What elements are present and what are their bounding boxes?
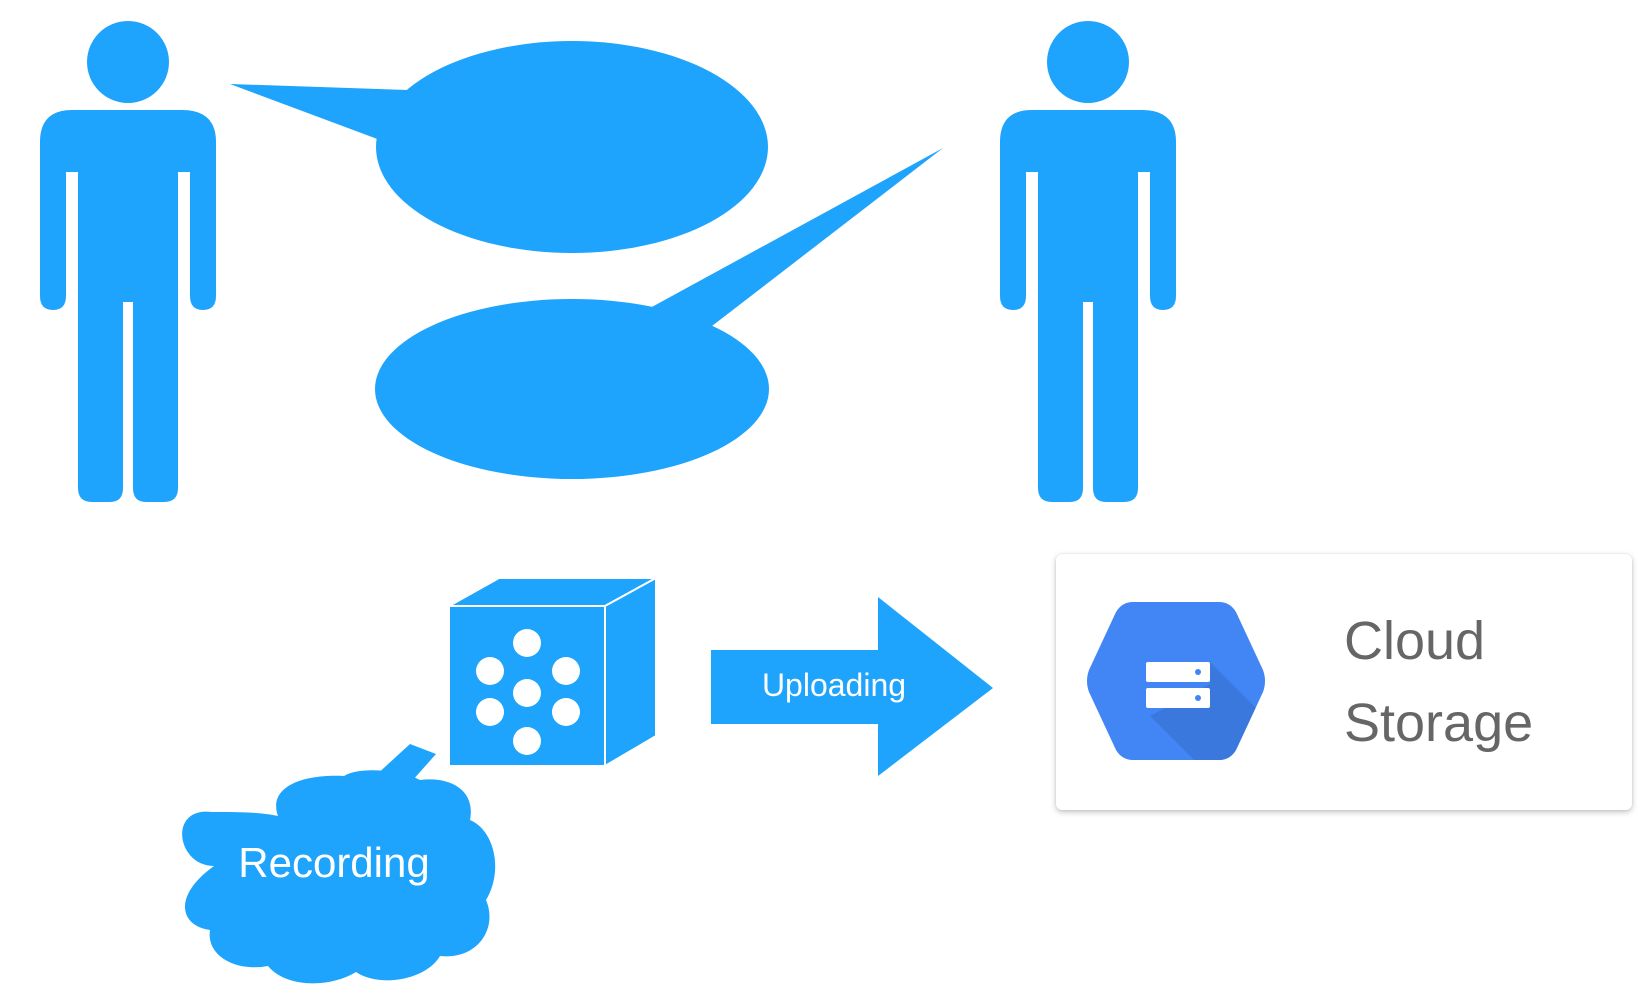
person-left-icon — [40, 21, 216, 502]
upload-arrow-label: Uploading — [762, 667, 906, 703]
speaker-dots — [476, 629, 580, 755]
person-right-icon — [1000, 21, 1176, 502]
recording-label: Recording — [238, 839, 429, 886]
speech-bubble-top-icon — [230, 41, 768, 253]
cloud-storage-label-line2: Storage — [1344, 693, 1534, 753]
speech-bubble-bottom-icon — [375, 148, 943, 479]
upload-arrow — [711, 597, 993, 776]
recording-cloud-icon — [182, 744, 496, 984]
recording-device-icon — [445, 576, 657, 768]
google-cloud-storage-icon — [1087, 602, 1265, 760]
cloud-storage-label-line1: Cloud — [1344, 611, 1486, 671]
cloud-storage-label: Cloud Storage — [1344, 600, 1604, 764]
